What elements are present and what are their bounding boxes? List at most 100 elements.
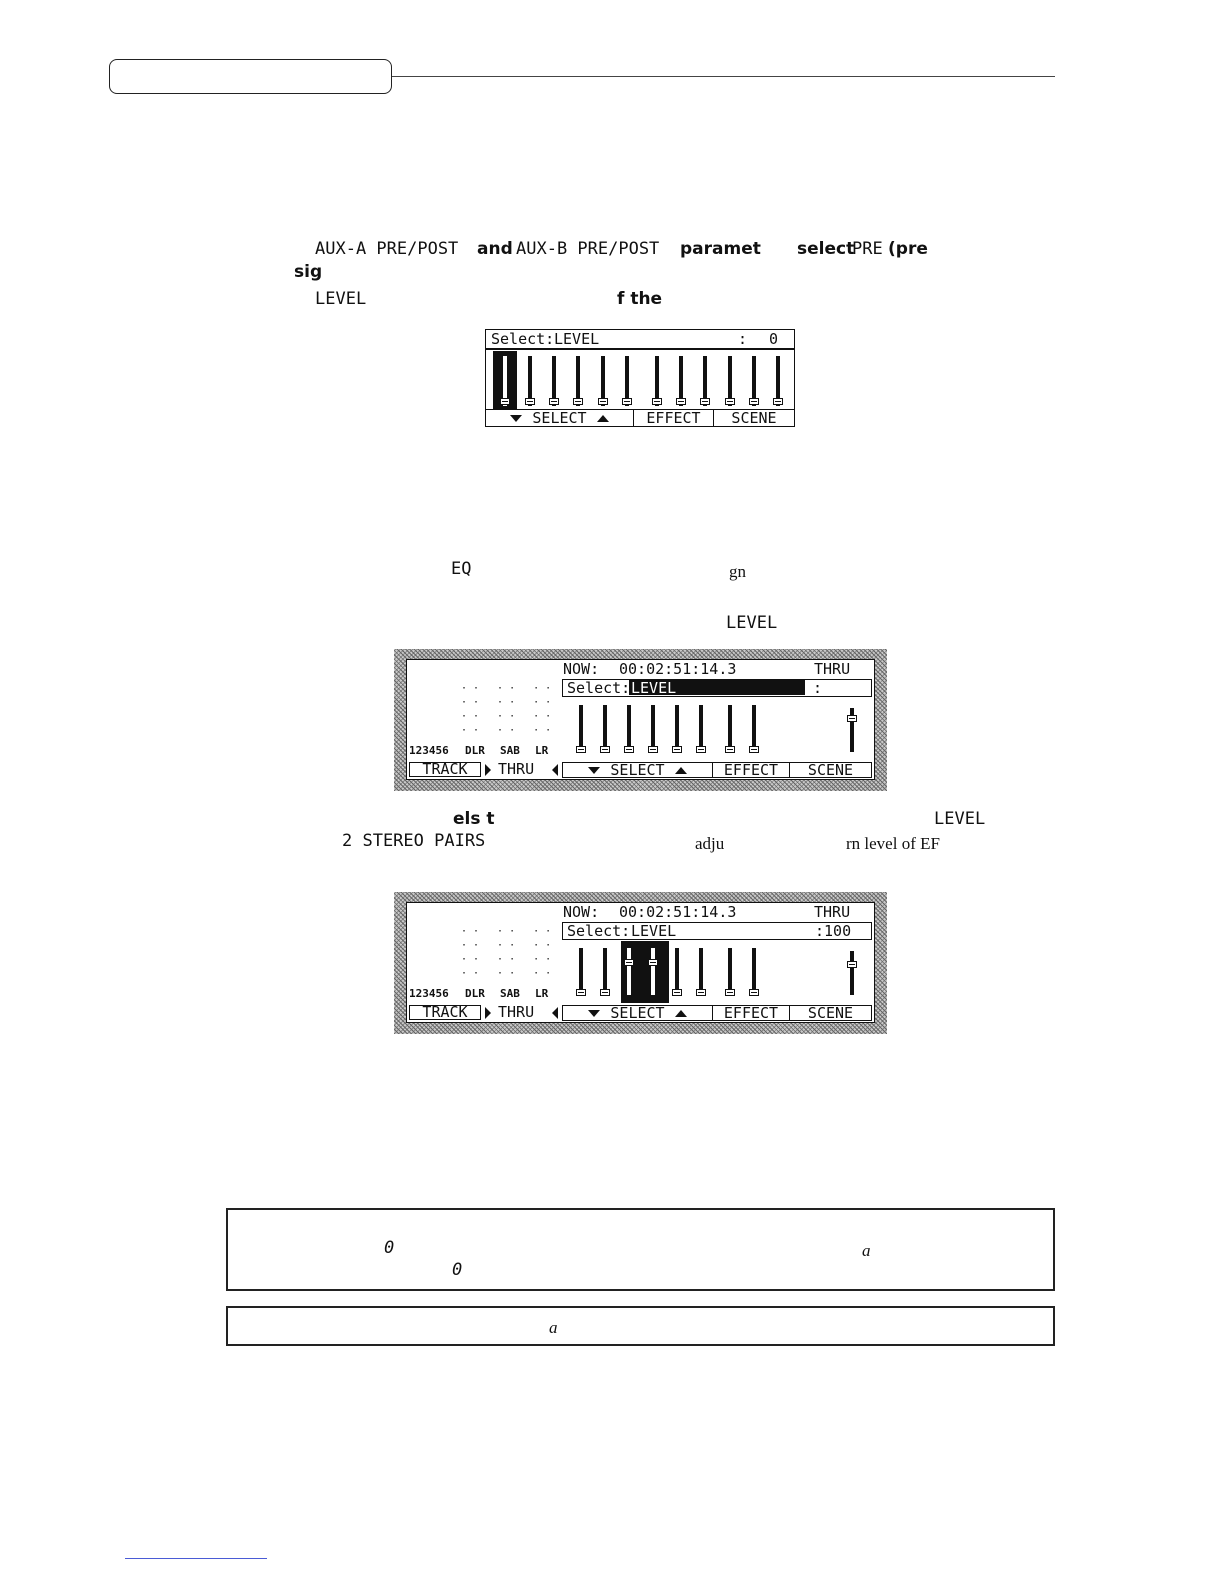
fader-knob[interactable] bbox=[749, 398, 759, 405]
now-label: NOW: bbox=[563, 660, 600, 678]
lcd-screen-level-stereo-100: ·· ·· ···· ·· ···· ·· ···· ·· ·· 123456 … bbox=[394, 892, 887, 1034]
text-f-the: f the bbox=[617, 289, 663, 309]
fader-knob[interactable] bbox=[652, 398, 662, 405]
fader-knob[interactable] bbox=[725, 989, 735, 996]
param-aux-b-pre-post: AUX-B PRE/POST bbox=[516, 239, 660, 259]
fader-track bbox=[728, 356, 732, 406]
fader-knob[interactable] bbox=[624, 959, 634, 966]
channel-numbers: 123456 bbox=[409, 987, 449, 1000]
fader-knob[interactable] bbox=[549, 398, 559, 405]
fader-track bbox=[579, 948, 583, 995]
thru-label: THRU bbox=[498, 1003, 535, 1021]
mode-label: THRU bbox=[814, 903, 851, 921]
fader-knob[interactable] bbox=[700, 398, 710, 405]
lcd-display: ·· ·· ···· ·· ···· ·· ···· ·· ·· 123456 … bbox=[406, 902, 875, 1023]
param-level-3: LEVEL bbox=[934, 809, 986, 829]
param-2-stereo-pairs: 2 STEREO PAIRS bbox=[342, 831, 486, 851]
fader-knob[interactable] bbox=[648, 746, 658, 753]
softkey-select[interactable]: SELECT bbox=[486, 410, 634, 426]
level-value: 0 bbox=[769, 330, 779, 348]
fader-track bbox=[675, 948, 679, 995]
fader-knob[interactable] bbox=[749, 746, 759, 753]
softkey-effect[interactable]: EFFECT bbox=[634, 410, 714, 426]
arrow-down-icon bbox=[510, 414, 523, 422]
fader-knob[interactable] bbox=[648, 959, 658, 966]
fader-knob[interactable] bbox=[600, 746, 610, 753]
fader-knob[interactable] bbox=[576, 746, 586, 753]
mode-label: THRU bbox=[814, 660, 851, 678]
text-els-t: els t bbox=[453, 809, 495, 829]
fader-track bbox=[850, 951, 854, 995]
fader-knob[interactable] bbox=[573, 398, 583, 405]
fader-knob[interactable] bbox=[576, 989, 586, 996]
softkey-scene[interactable]: SCENE bbox=[807, 761, 854, 779]
fader-track bbox=[627, 948, 631, 995]
footer-link-underline[interactable] bbox=[125, 1558, 267, 1559]
softkey-scene[interactable]: SCENE bbox=[807, 1004, 854, 1022]
play-right-icon bbox=[485, 1007, 491, 1019]
fader-track bbox=[576, 356, 580, 406]
arrow-up-icon bbox=[674, 1009, 687, 1017]
fader-knob[interactable] bbox=[696, 746, 706, 753]
fader-knob[interactable] bbox=[600, 989, 610, 996]
group-sab: SAB bbox=[500, 987, 520, 1000]
softkey-scene[interactable]: SCENE bbox=[731, 409, 777, 427]
fader-knob[interactable] bbox=[847, 961, 857, 968]
param-aux-a-pre-post: AUX-A PRE/POST bbox=[315, 239, 459, 259]
softkey-select[interactable]: SELECT bbox=[563, 1005, 713, 1021]
fader-knob[interactable] bbox=[696, 989, 706, 996]
group-lr: LR bbox=[535, 744, 549, 757]
fader-knob[interactable] bbox=[676, 398, 686, 405]
fader-knob[interactable] bbox=[749, 989, 759, 996]
arrow-up-icon bbox=[596, 414, 609, 422]
fader-track bbox=[503, 356, 507, 406]
track-key[interactable]: TRACK bbox=[409, 1005, 481, 1020]
fader-knob[interactable] bbox=[847, 715, 857, 722]
fader-track bbox=[776, 356, 780, 406]
note-zero-b: 0 bbox=[452, 1260, 463, 1280]
param-eq: EQ bbox=[451, 559, 472, 579]
now-label: NOW: bbox=[563, 903, 600, 921]
track-key[interactable]: TRACK bbox=[409, 762, 481, 777]
fader-knob[interactable] bbox=[672, 746, 682, 753]
select-value-highlight bbox=[629, 680, 805, 695]
meter-area: ·· ·· ···· ·· ···· ·· ···· ·· ·· 123456 … bbox=[407, 903, 561, 1003]
softkey-effect[interactable]: EFFECT bbox=[713, 1005, 790, 1021]
group-sab: SAB bbox=[500, 744, 520, 757]
note-box-2: a bbox=[226, 1306, 1055, 1346]
fader-track bbox=[699, 705, 703, 752]
fader-track bbox=[728, 948, 732, 995]
fader-track bbox=[655, 356, 659, 406]
fader-track bbox=[552, 356, 556, 406]
note-text-a: a bbox=[862, 1241, 871, 1260]
level-colon: : bbox=[813, 679, 823, 697]
fader-knob[interactable] bbox=[598, 398, 608, 405]
note-zero-a: 0 bbox=[384, 1238, 395, 1258]
fader-knob[interactable] bbox=[725, 398, 735, 405]
title-divider bbox=[486, 348, 794, 350]
text-adju: adju bbox=[695, 834, 725, 853]
fader-knob[interactable] bbox=[525, 398, 535, 405]
softkey-select[interactable]: SELECT bbox=[563, 762, 713, 778]
param-level: LEVEL bbox=[315, 289, 367, 309]
fader-track bbox=[675, 705, 679, 752]
fader-knob[interactable] bbox=[624, 746, 634, 753]
play-left-icon bbox=[552, 1007, 558, 1019]
fader-track bbox=[603, 948, 607, 995]
fader-knob[interactable] bbox=[622, 398, 632, 405]
note-text-a: a bbox=[549, 1318, 558, 1337]
select-value: LEVEL bbox=[554, 330, 600, 348]
lcd-display: ·· ·· ···· ·· ···· ·· ···· ·· ·· 123456 … bbox=[406, 659, 875, 780]
fader-knob[interactable] bbox=[773, 398, 783, 405]
select-label: Select: bbox=[567, 922, 631, 940]
fader-knob[interactable] bbox=[725, 746, 735, 753]
fader-track bbox=[528, 356, 532, 406]
fader-knob[interactable] bbox=[500, 398, 510, 405]
fader-knob[interactable] bbox=[672, 989, 682, 996]
text-paramet: paramet bbox=[680, 239, 761, 259]
fader-track bbox=[752, 705, 756, 752]
arrow-up-icon bbox=[674, 766, 687, 774]
fader-track bbox=[699, 948, 703, 995]
softkey-effect[interactable]: EFFECT bbox=[713, 762, 790, 778]
section-header-tab bbox=[109, 59, 392, 94]
